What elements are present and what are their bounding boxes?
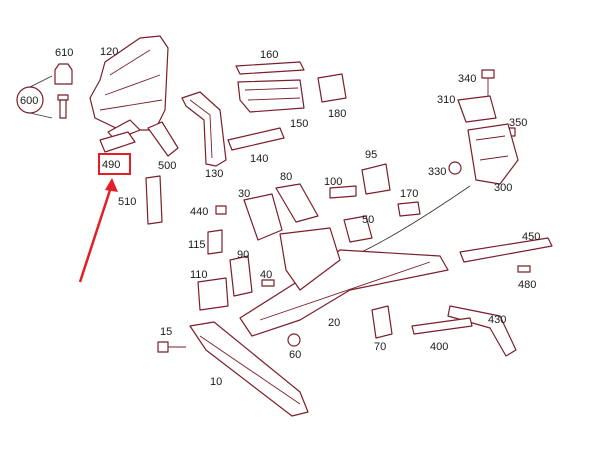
bolt-15[interactable] bbox=[157, 341, 186, 353]
bracket-510[interactable] bbox=[145, 175, 163, 225]
bumper-60[interactable] bbox=[287, 333, 301, 347]
callout-600: 600 bbox=[20, 95, 38, 107]
pillar-130[interactable] bbox=[181, 91, 227, 167]
highlight-arrow bbox=[78, 178, 118, 283]
mount-180[interactable] bbox=[317, 73, 347, 103]
part-50[interactable] bbox=[343, 215, 373, 243]
bracket-30[interactable] bbox=[243, 193, 283, 241]
bracket-115[interactable] bbox=[207, 229, 223, 255]
bracket-90[interactable] bbox=[229, 255, 253, 297]
callout-440: 440 bbox=[190, 206, 208, 218]
part-100[interactable] bbox=[329, 185, 357, 199]
callout-330: 330 bbox=[428, 166, 446, 178]
callout-120: 120 bbox=[100, 46, 118, 58]
nut-330[interactable] bbox=[448, 161, 462, 175]
callout-160: 160 bbox=[260, 49, 278, 61]
callout-500: 500 bbox=[158, 160, 176, 172]
callout-10: 10 bbox=[210, 376, 222, 388]
part-95[interactable] bbox=[361, 163, 391, 195]
callout-80: 80 bbox=[280, 171, 292, 183]
bolt-340[interactable] bbox=[481, 69, 495, 96]
callout-110: 110 bbox=[190, 269, 208, 281]
callout-610: 610 bbox=[55, 47, 73, 59]
callout-480: 480 bbox=[518, 279, 536, 291]
callout-50: 50 bbox=[362, 214, 374, 226]
rail-450[interactable] bbox=[459, 237, 553, 263]
callout-60: 60 bbox=[289, 349, 301, 361]
strip-400[interactable] bbox=[411, 317, 473, 335]
callout-30: 30 bbox=[238, 188, 250, 200]
callout-140: 140 bbox=[250, 153, 268, 165]
highlight-box-490 bbox=[98, 153, 131, 175]
callout-70: 70 bbox=[374, 341, 386, 353]
callout-20: 20 bbox=[328, 317, 340, 329]
callout-100: 100 bbox=[324, 176, 342, 188]
panel-110[interactable] bbox=[197, 277, 229, 311]
callout-340: 340 bbox=[458, 73, 476, 85]
callout-90: 90 bbox=[237, 249, 249, 261]
callout-450: 450 bbox=[522, 231, 540, 243]
rail-160[interactable] bbox=[235, 61, 305, 75]
callout-510: 510 bbox=[118, 196, 136, 208]
clip-440[interactable] bbox=[215, 205, 227, 215]
callout-95: 95 bbox=[365, 149, 377, 161]
bracket-80[interactable] bbox=[275, 183, 319, 223]
bracket-310[interactable] bbox=[457, 95, 497, 123]
bracket-490[interactable] bbox=[99, 131, 136, 153]
callout-490: 490 bbox=[102, 159, 120, 171]
clip-480[interactable] bbox=[517, 265, 531, 273]
callout-15: 15 bbox=[160, 326, 172, 338]
callout-300: 300 bbox=[494, 182, 512, 194]
callout-350: 350 bbox=[509, 117, 527, 129]
clip-40[interactable] bbox=[261, 279, 275, 287]
strip-140[interactable] bbox=[227, 127, 285, 151]
bracket-70[interactable] bbox=[371, 305, 393, 339]
crossmember-10[interactable] bbox=[189, 321, 309, 417]
callout-400: 400 bbox=[430, 341, 448, 353]
bracket-300[interactable] bbox=[467, 123, 519, 185]
callout-310: 310 bbox=[437, 94, 455, 106]
bracket-500[interactable] bbox=[147, 121, 179, 157]
frame-rail-20[interactable] bbox=[239, 227, 449, 337]
callout-40: 40 bbox=[260, 269, 272, 281]
callout-170: 170 bbox=[400, 188, 418, 200]
callout-115: 115 bbox=[188, 239, 206, 251]
callout-130: 130 bbox=[205, 168, 223, 180]
part-170[interactable] bbox=[397, 201, 421, 217]
callout-430: 430 bbox=[488, 314, 506, 326]
fastener-group-600[interactable] bbox=[16, 63, 73, 119]
callout-180: 180 bbox=[328, 108, 346, 120]
callout-150: 150 bbox=[290, 118, 308, 130]
panel-150[interactable] bbox=[237, 79, 305, 113]
